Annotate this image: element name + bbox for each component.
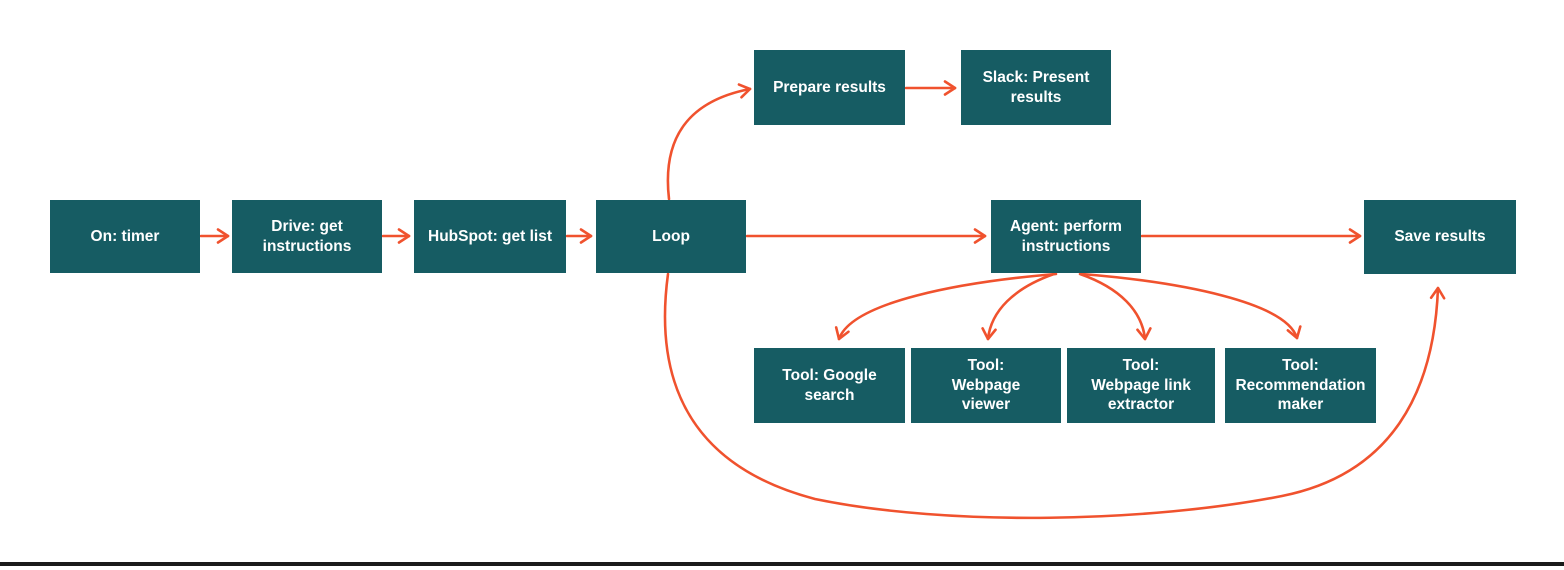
- node-tool-webpage-link-extractor[interactable]: Tool: Webpage link extractor: [1067, 348, 1215, 423]
- edge-agent-perform-instructions-to-tool-google-search: [834, 272, 1058, 341]
- node-tool-webpage-viewer[interactable]: Tool: Webpage viewer: [911, 348, 1061, 423]
- node-save-results[interactable]: Save results: [1364, 200, 1516, 274]
- node-label: Tool: Webpage viewer: [951, 356, 1021, 414]
- node-label: Agent: perform instructions: [1010, 217, 1122, 255]
- node-label: Drive: get instructions: [262, 217, 352, 255]
- edge-loop-to-prepare-results: [666, 83, 752, 201]
- node-prepare-results[interactable]: Prepare results: [754, 50, 905, 125]
- node-label: Tool: Google search: [782, 366, 877, 404]
- edge-agent-perform-instructions-to-tool-webpage-viewer: [981, 272, 1056, 341]
- node-label: On: timer: [90, 227, 160, 245]
- window-bottom-edge: [0, 562, 1564, 566]
- node-tool-recommendation-maker[interactable]: Tool: Recommendation maker: [1225, 348, 1376, 423]
- edge-agent-perform-instructions-to-tool-recommendation-maker: [1080, 272, 1302, 340]
- node-loop[interactable]: Loop: [596, 200, 746, 273]
- node-label: Prepare results: [773, 78, 886, 96]
- node-slack-present-results[interactable]: Slack: Present results: [961, 50, 1111, 125]
- node-on-timer[interactable]: On: timer: [50, 200, 200, 273]
- node-label: Slack: Present results: [982, 68, 1090, 106]
- node-agent-perform-instructions[interactable]: Agent: perform instructions: [991, 200, 1141, 273]
- edge-agent-perform-instructions-to-tool-webpage-link-extractor: [1078, 272, 1152, 341]
- node-label: Tool: Webpage link extractor: [1091, 356, 1191, 414]
- node-hubspot-get-list[interactable]: HubSpot: get list: [414, 200, 566, 273]
- node-tool-google-search[interactable]: Tool: Google search: [754, 348, 905, 423]
- node-label: Loop: [652, 227, 690, 245]
- node-label: HubSpot: get list: [428, 227, 552, 245]
- edge-loop-to-save-results: [663, 272, 1446, 520]
- node-drive-get-instructions[interactable]: Drive: get instructions: [232, 200, 382, 273]
- node-label: Tool: Recommendation maker: [1235, 356, 1366, 414]
- node-label: Save results: [1394, 228, 1486, 246]
